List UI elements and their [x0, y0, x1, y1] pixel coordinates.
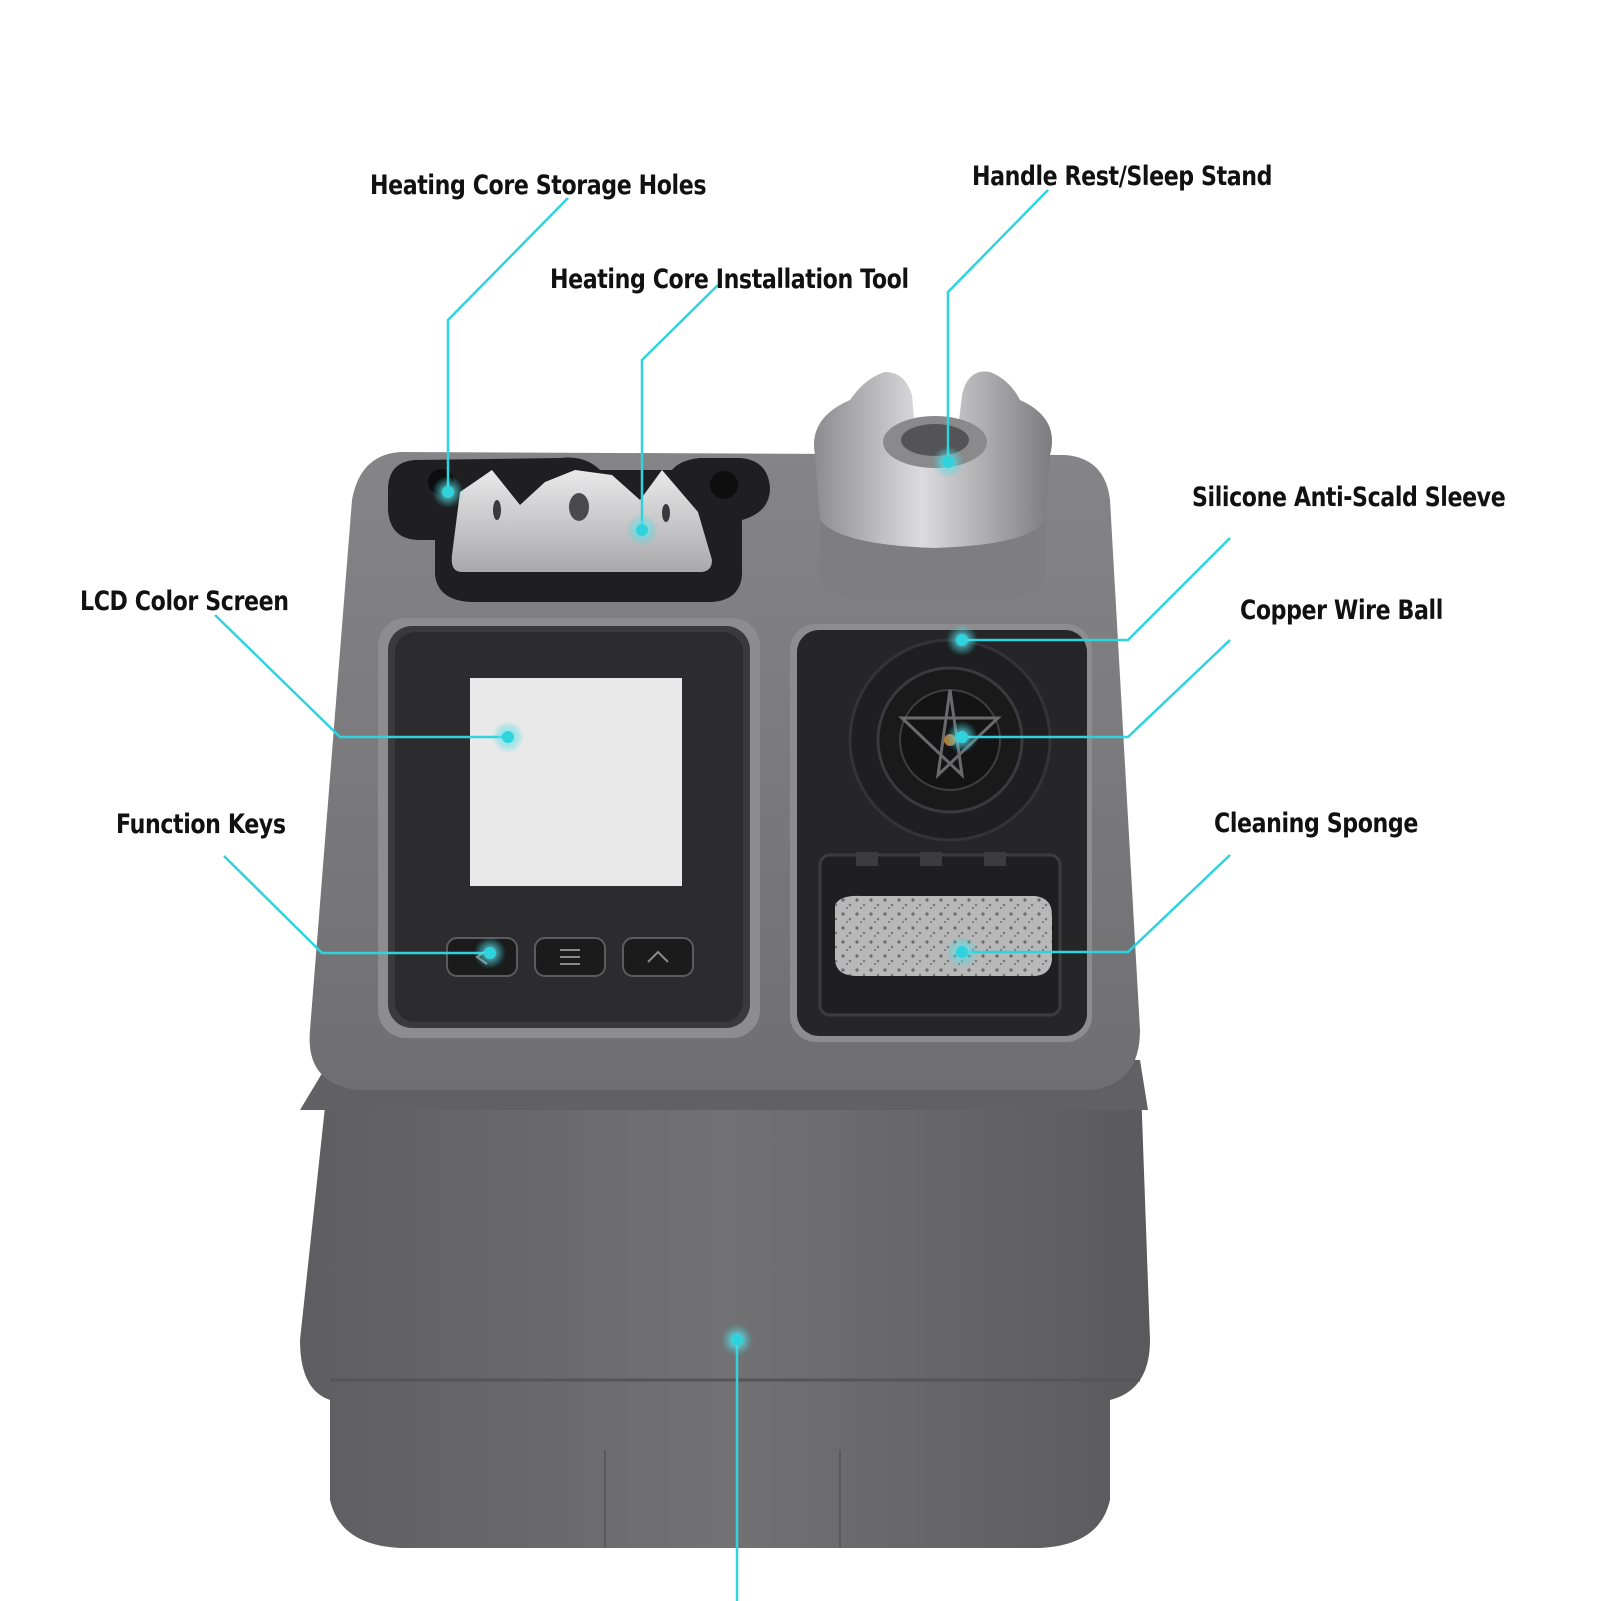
heating-core-tray [388, 457, 770, 602]
label-silicone-sleeve: Silicone Anti-Scald Sleeve [1192, 482, 1506, 513]
storage-hole-right [710, 471, 738, 499]
chevron-up-icon [647, 950, 669, 963]
station-body [300, 1060, 1150, 1548]
leader-install-tool [640, 284, 719, 530]
label-copper-ball: Copper Wire Ball [1240, 595, 1443, 626]
lcd-panel [378, 618, 760, 1038]
label-cleaning-sponge: Cleaning Sponge [1214, 808, 1418, 839]
leader-cleaning-sponge [962, 854, 1231, 954]
target-dots [432, 446, 978, 1356]
leader-function-keys [223, 855, 490, 955]
handle-rest [814, 371, 1052, 600]
key-menu-button[interactable] [534, 937, 606, 977]
label-lcd-screen: LCD Color Screen [80, 586, 289, 617]
leader-copper-ball [962, 639, 1231, 739]
cleaning-panel [790, 624, 1092, 1042]
installation-tool [451, 470, 712, 572]
cleaning-sponge [835, 895, 1052, 976]
copper-wire-ball [898, 689, 1002, 780]
label-install-tool: Heating Core Installation Tool [550, 264, 909, 295]
menu-icon [560, 949, 580, 965]
leader-silicone-sleeve [962, 537, 1231, 642]
label-handle-rest: Handle Rest/Sleep Stand [972, 161, 1273, 192]
lcd-screen [470, 678, 682, 886]
leader-lcd-screen [214, 614, 508, 739]
leader-lines [214, 189, 1231, 1601]
label-storage-holes: Heating Core Storage Holes [370, 170, 707, 201]
label-function-keys: Function Keys [116, 809, 286, 840]
leader-storage-holes [446, 197, 569, 492]
key-up-button[interactable] [622, 937, 694, 977]
leader-handle-rest [946, 189, 1049, 462]
